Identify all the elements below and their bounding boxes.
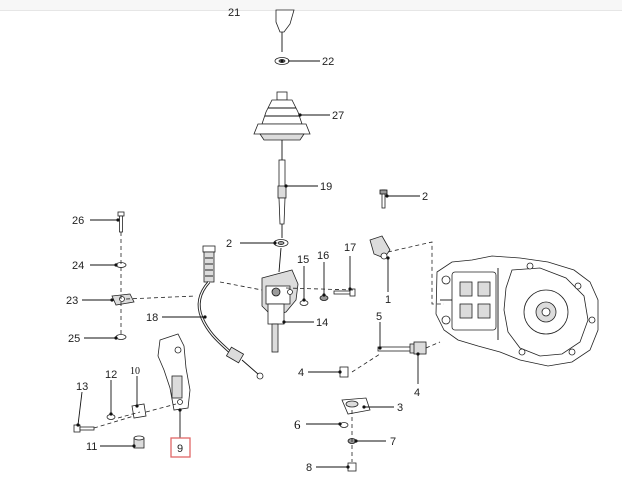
callout-3[interactable]: 3 [397,402,403,414]
bracket-23 [111,293,135,306]
callout-13[interactable]: 13 [76,381,88,393]
callout-22[interactable]: 22 [322,56,334,68]
callout-7[interactable]: 7 [390,436,396,448]
callout-2-center[interactable]: 2 [226,238,232,250]
callout-19[interactable]: 19 [320,181,332,193]
callout-4-right[interactable]: 4 [414,387,420,399]
shift-cable [197,245,264,380]
callout-16[interactable]: 16 [317,250,329,262]
shift-lever-rod [277,159,287,238]
bracket-9 [157,333,191,411]
callout-5[interactable]: 5 [376,311,382,323]
callout-4-left[interactable]: 4 [298,367,304,379]
callout-2-right[interactable]: 2 [422,191,428,203]
bracket-3 [341,397,371,415]
bolt-26 [117,211,125,233]
callout-11[interactable]: 11 [86,441,97,453]
callout-23[interactable]: 23 [66,295,78,307]
callout-9-highlight-box [170,437,191,458]
callout-27[interactable]: 27 [332,110,344,122]
clip-10 [131,403,147,419]
shift-boot [253,91,311,160]
leader-lines [76,59,420,469]
rod-washer [273,239,289,247]
callout-18[interactable]: 18 [146,312,158,324]
bushing-11 [133,435,145,449]
callout-17[interactable]: 17 [344,242,356,254]
callout-9[interactable]: 9 [177,443,183,455]
callout-15[interactable]: 15 [297,254,309,266]
lever-1 [369,235,391,260]
bolt-17 [333,288,356,297]
callout-25[interactable]: 25 [68,333,80,345]
callout-8[interactable]: 8 [306,462,312,474]
callout-10[interactable]: 10 [130,366,140,377]
callout-21[interactable]: 21 [228,7,240,19]
bolt-2-right [379,189,388,209]
shift-mechanism [261,247,299,353]
callout-1[interactable]: 1 [385,294,391,306]
callout-24[interactable]: 24 [72,260,84,272]
nut-25 [115,334,127,340]
callout-26[interactable]: 26 [72,215,84,227]
top-strip [0,0,622,11]
callout-12[interactable]: 12 [105,369,117,381]
fitting-4b [413,341,427,355]
assembly-dashed-lines [93,241,444,462]
callout-14[interactable]: 14 [316,317,328,329]
callout-6[interactable]: 6 [294,417,301,432]
transmission-housing [435,255,599,367]
shift-knob [275,9,295,52]
